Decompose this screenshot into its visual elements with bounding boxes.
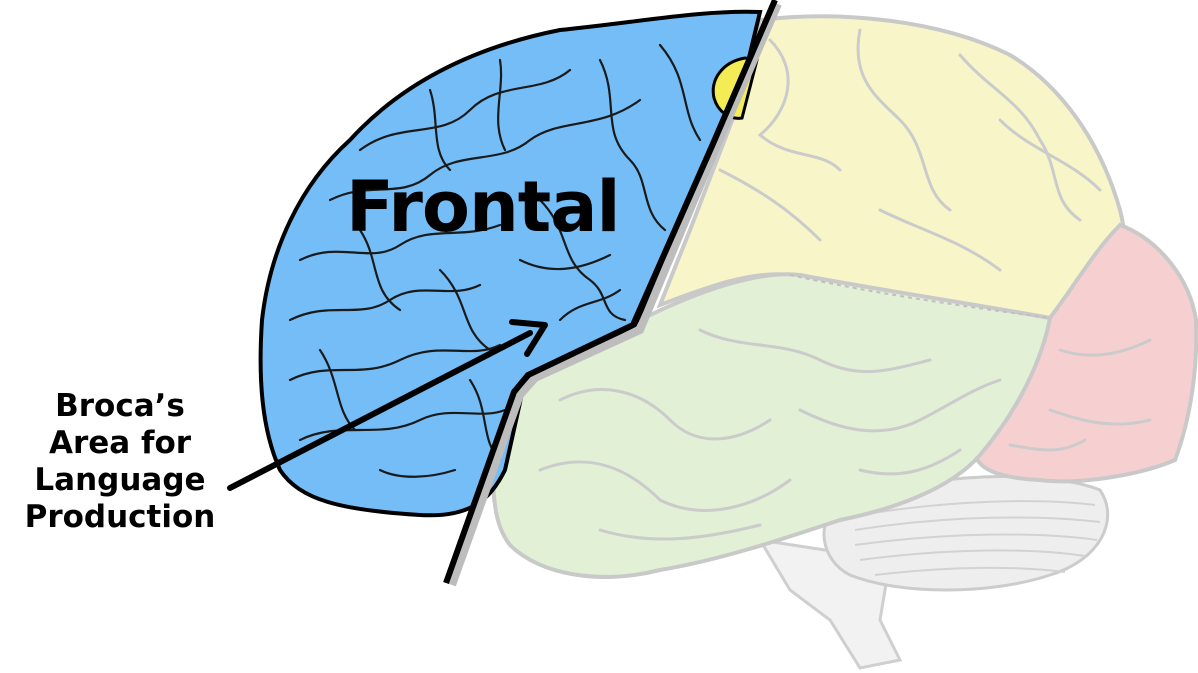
callout-line-1: Broca’s	[0, 388, 240, 425]
callout-line-3: Language	[0, 462, 240, 499]
callout-line-4: Production	[0, 499, 240, 536]
brocas-area-callout: Broca’s Area for Language Production	[0, 388, 240, 536]
frontal-lobe-label: Frontal	[346, 172, 619, 242]
callout-line-2: Area for	[0, 425, 240, 462]
